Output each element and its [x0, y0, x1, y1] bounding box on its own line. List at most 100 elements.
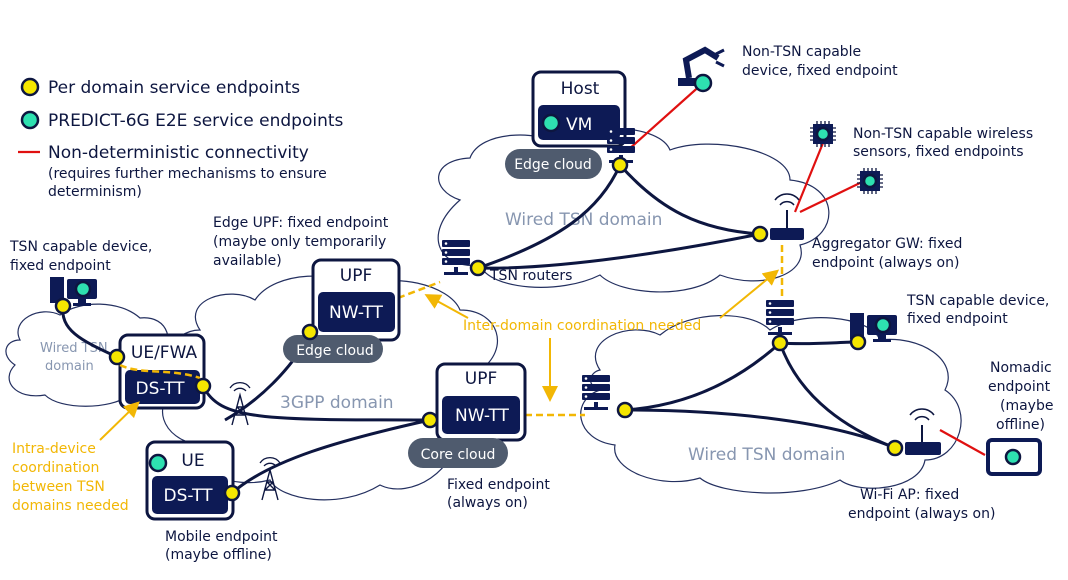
tsn-dev-right-label-2: fixed endpoint — [907, 311, 1008, 327]
arrow-icon — [424, 294, 469, 319]
core-nwtt-label: NW-TT — [455, 406, 509, 426]
fixed-label-2: (always on) — [447, 495, 528, 511]
tsn-routers-label: TSN routers — [489, 268, 572, 284]
red-link-robot — [627, 82, 704, 151]
edge-nwtt-label: NW-TT — [329, 303, 383, 323]
edge-cloud-mid-label: Edge cloud — [296, 343, 374, 359]
link-mid-pc — [779, 340, 859, 346]
endpoint-dot-icon — [886, 439, 904, 457]
link-core-server-right — [624, 341, 782, 412]
endpoint-dot-icon — [751, 225, 769, 243]
edge-upf-label-1: Edge UPF: fixed endpoint — [213, 215, 389, 231]
uefwa-label: UE/FWA — [131, 343, 198, 363]
endpoint-dot-icon — [771, 334, 789, 352]
endpoint-dot-icon — [469, 259, 487, 277]
domain-wired-tsn-left-2: domain — [45, 359, 94, 374]
robot-label-2: device, fixed endpoint — [742, 63, 898, 79]
link-server-wifi — [624, 408, 896, 450]
host-label: Host — [561, 79, 600, 99]
pc-teal-dot-icon — [874, 316, 892, 334]
robot-label-1: Non-TSN capable — [742, 44, 861, 60]
red-link-nomadic — [939, 429, 986, 456]
edge-cloud-mid-pill — [283, 335, 383, 363]
link-router-agg — [477, 232, 761, 270]
sensor-teal-dot-icon — [815, 126, 831, 142]
robot-teal-dot-icon — [693, 73, 713, 93]
nomadic-label-4: offline) — [996, 417, 1045, 433]
legend-yellow-dot-icon — [20, 77, 40, 97]
vm-box — [538, 105, 620, 140]
vm-teal-dot-icon — [541, 113, 561, 133]
link-uefwa-core — [201, 385, 431, 422]
ue-label: UE — [181, 451, 204, 471]
intra-annotation-1: Intra-device — [12, 441, 96, 457]
edge-upf-label-3: available) — [213, 253, 282, 269]
aggregator-gw-icon — [770, 193, 804, 240]
wifi-label-2: endpoint (always on) — [848, 506, 995, 522]
endpoint-dot-icon — [54, 297, 72, 315]
domain-wired-tsn-top: Wired TSN domain — [505, 210, 662, 230]
sensors-label-1: Non-TSN capable wireless — [853, 126, 1033, 142]
wifi-ap-icon — [905, 408, 941, 455]
arrow-icon — [99, 401, 140, 441]
endpoint-dot-icon — [301, 323, 319, 341]
tablet-teal-dot-icon — [1004, 448, 1022, 466]
wifi-label-1: Wi-Fi AP: fixed — [860, 487, 959, 503]
core-upf-label: UPF — [465, 369, 497, 389]
core-nwtt-box — [442, 396, 520, 434]
endpoint-dot-icon — [421, 411, 439, 429]
pc-teal-dot-icon — [74, 280, 92, 298]
inter-domain-annotation: Inter-domain coordination needed — [463, 318, 701, 334]
arrow-icon — [719, 269, 780, 319]
endpoint-dot-icon — [611, 156, 629, 174]
endpoint-dot-icon — [108, 348, 126, 366]
edge-nwtt-box — [318, 292, 395, 332]
legend-nondet-sub2: determinism) — [48, 184, 142, 200]
link-edge-agg — [618, 164, 761, 236]
core-cloud-label: Core cloud — [421, 447, 496, 463]
sensors-label-2: sensors, fixed endpoints — [853, 144, 1024, 160]
endpoint-dot-icon — [194, 377, 212, 395]
endpoint-dot-icon — [849, 333, 867, 351]
domain-3gpp: 3GPP domain — [280, 393, 394, 413]
intra-annotation-3: between TSN — [12, 479, 105, 495]
core-cloud-pill — [408, 438, 508, 468]
coord-edge-router — [397, 280, 441, 300]
intra-annotation-4: domains needed — [12, 498, 129, 514]
edge-upf-label: UPF — [340, 266, 372, 286]
link-mid-wifi — [778, 342, 896, 450]
sensor-teal-dot-icon — [862, 173, 878, 189]
intra-annotation-2: coordination — [12, 460, 99, 476]
agg-label-1: Aggregator GW: fixed — [812, 236, 962, 252]
uefwa-dstt-box — [125, 370, 200, 404]
legend-per-domain: Per domain service endpoints — [48, 78, 300, 98]
domain-wired-tsn-right: Wired TSN domain — [688, 445, 845, 465]
legend-nondet: Non-deterministic connectivity — [48, 143, 309, 163]
agg-label-2: endpoint (always on) — [812, 255, 959, 271]
red-link-chip1 — [793, 142, 825, 213]
vm-label: VM — [566, 115, 592, 135]
nomadic-label-2: endpoint — [988, 379, 1051, 395]
tsn-dev-left-label-1: TSN capable device, — [9, 239, 152, 255]
mobile-label-2: (maybe offline) — [165, 547, 272, 563]
nomadic-label-1: Nomadic — [990, 360, 1052, 376]
link-ue-core — [231, 418, 431, 495]
endpoint-dot-icon — [223, 484, 241, 502]
ue-teal-dot-icon — [148, 453, 168, 473]
nomadic-label-3: (maybe — [1000, 398, 1053, 414]
red-link-chip2 — [799, 181, 863, 213]
robot-arm-icon — [678, 46, 725, 86]
cloud-wired-tsn-right — [580, 315, 962, 494]
fixed-label-1: Fixed endpoint — [447, 477, 550, 493]
legend-teal-dot-icon — [20, 110, 40, 130]
link-edge-router — [477, 164, 622, 270]
edge-upf-label-2: (maybe only temporarily — [213, 234, 386, 250]
tsn-dev-right-label-1: TSN capable device, — [906, 293, 1049, 309]
endpoint-dot-icon — [616, 401, 634, 419]
ue-dstt-box — [152, 476, 228, 514]
ue-dstt-label: DS-TT — [164, 486, 214, 506]
tsn-dev-left-label-2: fixed endpoint — [10, 258, 111, 274]
uefwa-dstt-label: DS-TT — [136, 379, 186, 399]
mobile-label-1: Mobile endpoint — [165, 529, 278, 545]
